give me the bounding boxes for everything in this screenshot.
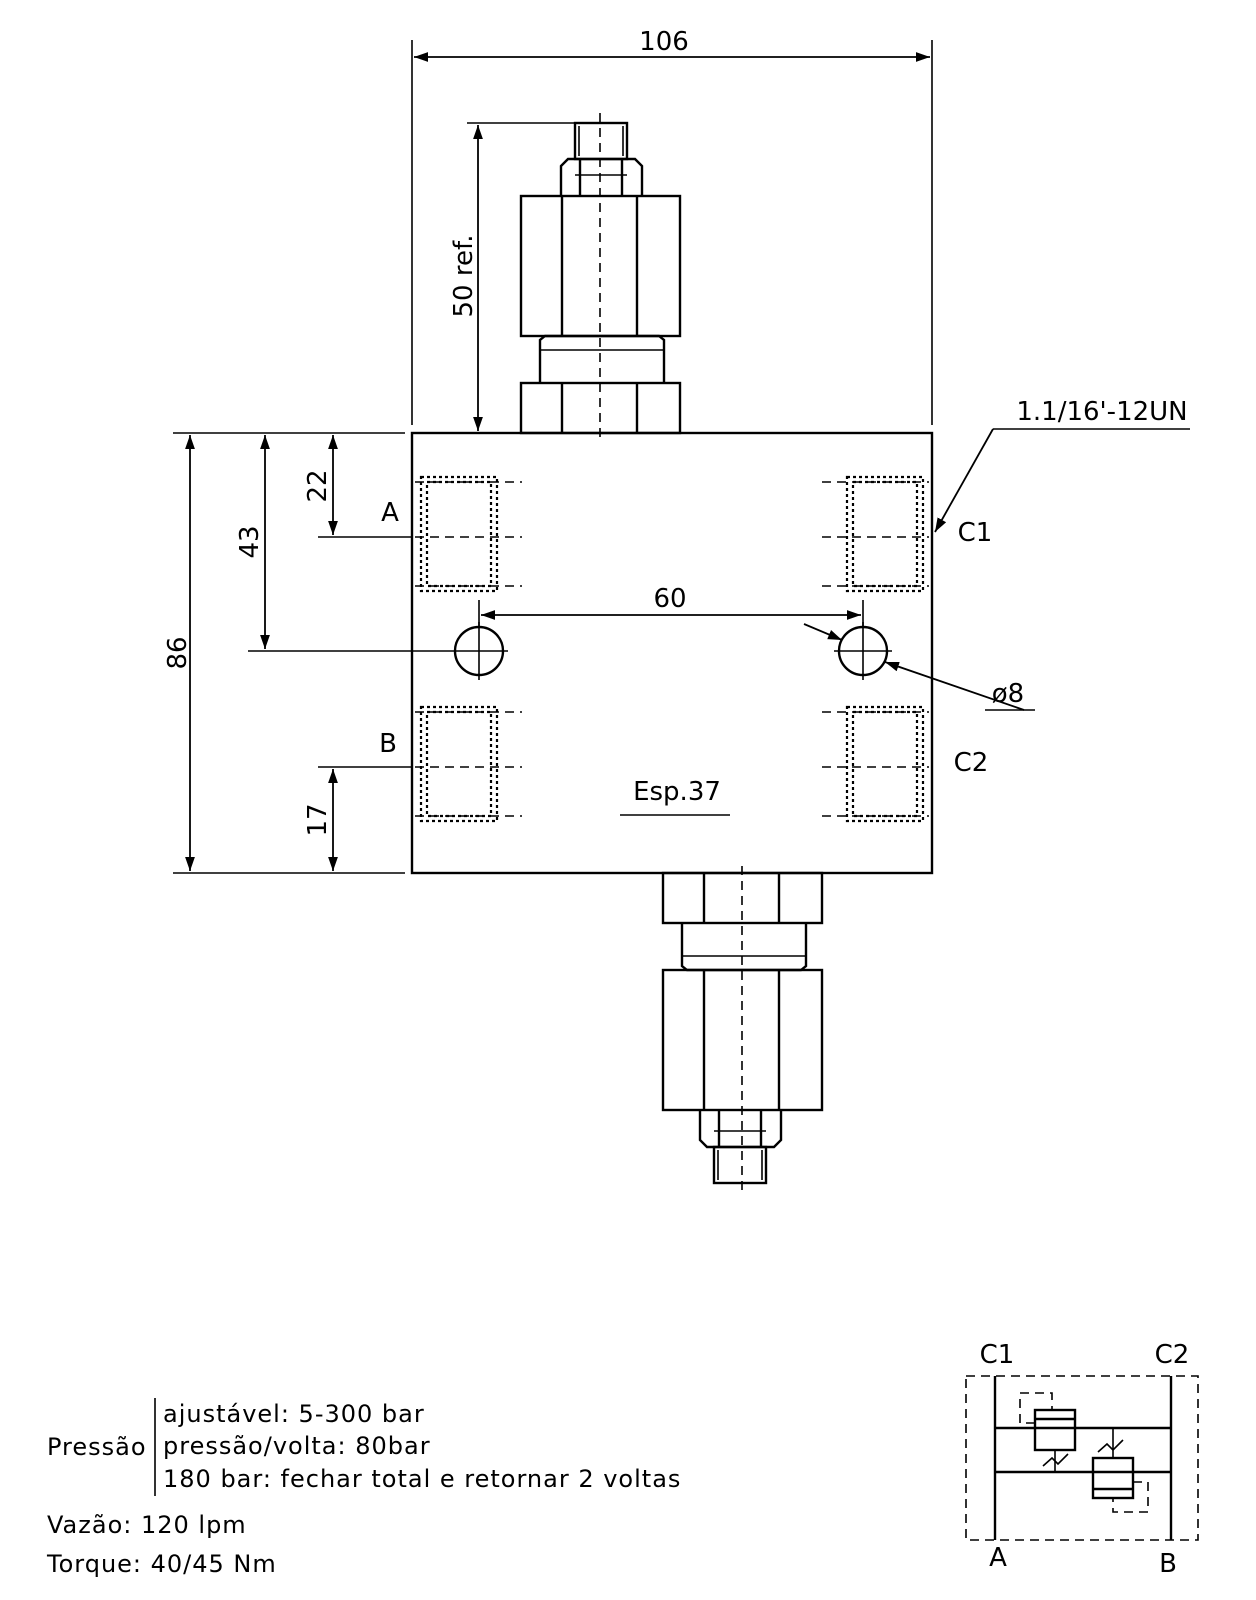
dim-ref-height-label: 50 ref. — [449, 235, 479, 318]
dim-hole-spacing-label: 60 — [653, 584, 686, 614]
dimension-hole-spacing: 60 — [478, 584, 864, 627]
pressure-label: Pressão — [47, 1433, 147, 1461]
pressure-line-1: ajustável: 5-300 bar — [163, 1400, 425, 1428]
schematic-b-label: B — [1159, 1549, 1177, 1579]
schematic-a-label: A — [989, 1543, 1007, 1573]
dim-hole-diameter-label: ø8 — [992, 679, 1024, 709]
schematic-c1-label: C1 — [980, 1340, 1015, 1370]
bottom-cartridge — [661, 866, 824, 1190]
port-b-label: B — [379, 729, 397, 759]
specs-block: Pressão ajustável: 5-300 bar pressão/vol… — [46, 1398, 681, 1578]
dimension-hole-diameter: ø8 — [803, 623, 1035, 711]
mounting-hole-left — [450, 622, 508, 680]
port-c1-thread — [822, 475, 929, 593]
torque-spec: Torque: 40/45 Nm — [46, 1550, 277, 1578]
pressure-line-2: pressão/volta: 80bar — [163, 1432, 431, 1460]
relief-valve-1-symbol — [1019, 1392, 1077, 1472]
dim-port-a-label: 22 — [303, 469, 333, 502]
port-a-thread — [415, 475, 522, 593]
port-b-thread — [415, 705, 522, 823]
dimension-port-a: 22 — [303, 435, 412, 538]
dim-hole-offset-label: 43 — [235, 525, 265, 558]
pressure-line-3: 180 bar: fechar total e retornar 2 volta… — [163, 1465, 681, 1493]
relief-valve-2-symbol — [1091, 1428, 1149, 1513]
port-c2-label: C2 — [954, 748, 989, 778]
port-c2-thread — [822, 705, 929, 823]
thread-leader: 1.1/16'-12UN — [934, 397, 1190, 533]
port-c1-label: C1 — [958, 518, 993, 548]
schematic-c2-label: C2 — [1155, 1340, 1190, 1370]
dimension-width: 106 — [411, 27, 933, 425]
flow-spec: Vazão: 120 lpm — [47, 1511, 247, 1539]
dim-port-b-label: 17 — [303, 803, 333, 836]
top-cartridge — [519, 113, 682, 440]
mounting-hole-right — [834, 622, 892, 680]
hydraulic-schematic: C1 C2 A B — [965, 1340, 1199, 1579]
dim-height-label: 86 — [163, 636, 193, 669]
dimension-hole-offset: 43 — [235, 435, 450, 652]
dimension-port-b: 17 — [303, 766, 412, 871]
port-a-label: A — [381, 498, 399, 528]
dim-width-label: 106 — [639, 27, 689, 57]
dimension-ref-height: 50 ref. — [449, 122, 575, 431]
dimension-height: 86 — [163, 432, 405, 874]
thickness-note: Esp.37 — [633, 777, 721, 807]
thread-spec-label: 1.1/16'-12UN — [1016, 397, 1187, 427]
